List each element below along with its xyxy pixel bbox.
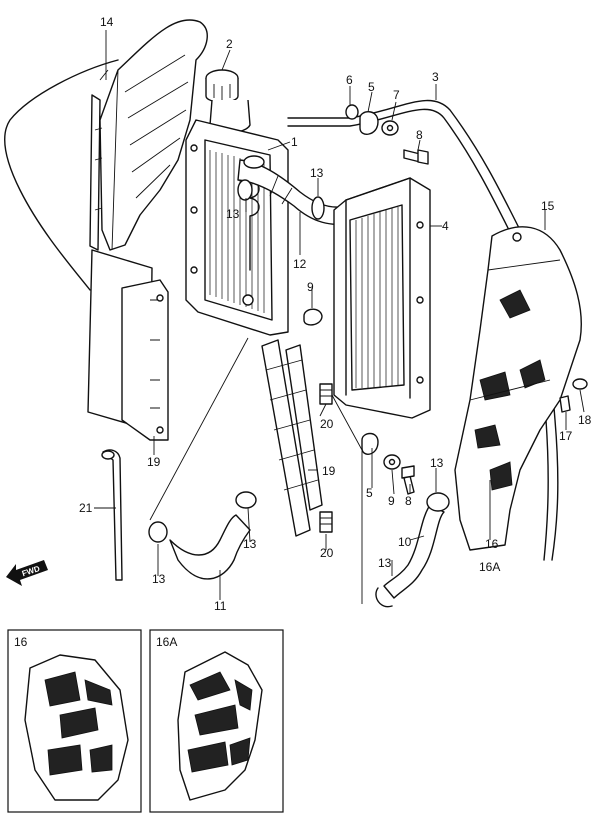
- callout-5b: 5: [366, 486, 373, 500]
- radiator-left: [185, 119, 289, 336]
- callout-21: 21: [79, 501, 93, 515]
- callout-9a: 9: [307, 280, 314, 294]
- inset-16A: 16A: [149, 629, 284, 813]
- cable-tie: [101, 449, 123, 581]
- lower-hose-right: [375, 492, 450, 608]
- lower-hose-left: [148, 491, 257, 580]
- fwd-label: FWD: [21, 564, 41, 578]
- fwd-arrow-icon: FWD: [6, 560, 48, 586]
- callout-19a: 19: [147, 455, 161, 469]
- callout-6: 6: [346, 73, 353, 87]
- callout-2: 2: [226, 37, 233, 51]
- leader-lines: [94, 30, 585, 604]
- inset-16A-title: 16A: [156, 635, 177, 649]
- callout-16: 16: [485, 537, 499, 551]
- radiator-guard-middle: [261, 339, 323, 537]
- dampers-lower: [319, 511, 333, 533]
- grommet-upper: [303, 308, 323, 326]
- callout-18: 18: [578, 413, 592, 427]
- callout-13f: 13: [378, 556, 392, 570]
- radiator-cap: [205, 69, 251, 134]
- callout-15: 15: [541, 199, 555, 213]
- radiator-right: [333, 177, 431, 419]
- callout-20b: 20: [320, 546, 334, 560]
- callout-13b: 13: [226, 207, 240, 221]
- callout-12: 12: [293, 257, 307, 271]
- callout-8a: 8: [416, 128, 423, 142]
- hose-clamp-upper: [237, 179, 325, 220]
- dampers-upper: [319, 383, 333, 405]
- callout-20a: 20: [320, 417, 334, 431]
- callout-16A: 16A: [479, 560, 500, 574]
- callout-11: 11: [214, 599, 227, 613]
- callout-17: 17: [559, 429, 573, 443]
- shroud-bolt-washer: [559, 378, 588, 413]
- radiator-shroud-left: [89, 19, 208, 251]
- callout-7: 7: [393, 88, 400, 102]
- callout-9b: 9: [388, 494, 395, 508]
- radiator-guard-left: [87, 249, 169, 441]
- callout-14: 14: [100, 15, 114, 29]
- shroud-wire: [4, 59, 119, 291]
- inset-16: 16: [7, 629, 142, 813]
- callout-13e: 13: [152, 572, 166, 586]
- radiator-shroud-right: [454, 226, 582, 551]
- callout-1: 1: [291, 135, 298, 149]
- callout-13a: 13: [310, 166, 324, 180]
- callout-13d: 13: [243, 537, 257, 551]
- callout-10: 10: [398, 535, 412, 549]
- callout-8b: 8: [405, 494, 412, 508]
- callout-5a: 5: [368, 80, 375, 94]
- inset-16-title: 16: [14, 635, 28, 649]
- lower-mount-hardware: [361, 432, 415, 495]
- callout-19b: 19: [322, 464, 336, 478]
- callout-4: 4: [442, 219, 449, 233]
- callout-numbers: 14 2 6 5 7 3 8 1 13 13 4 12 15 9 18 17 2…: [79, 15, 592, 613]
- callout-3: 3: [432, 70, 439, 84]
- callout-13c: 13: [430, 456, 444, 470]
- upper-mount-hardware: [345, 104, 429, 165]
